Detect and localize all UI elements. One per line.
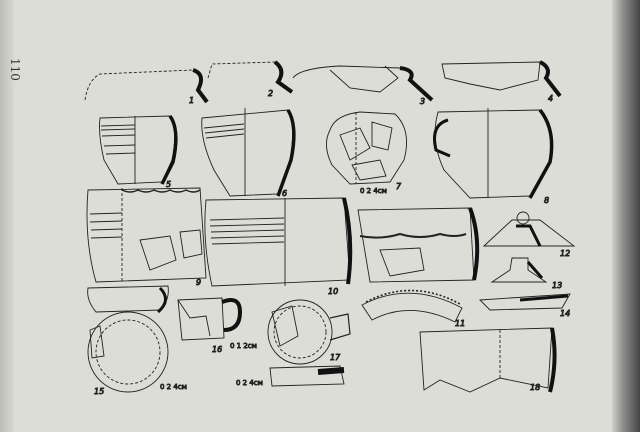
fig-label-6: 6 (282, 189, 287, 198)
fig-label-1: 1 (189, 96, 194, 105)
book-spine (0, 0, 14, 432)
fig-label-5: 5 (166, 180, 171, 189)
fig-9-jar-wavy-rim: 9 (86, 187, 207, 287)
scale-bar-15: 0 2 4см (160, 383, 187, 391)
fig-16-mug: 0 1 2см 16 (177, 297, 257, 354)
fig-label-17: 17 (330, 353, 341, 362)
scale-bar-17: 0 2 4см (236, 379, 263, 387)
fig-4-rim-profile: 4 (441, 60, 562, 103)
paper-sheet (0, 0, 612, 432)
fig-label-8: 8 (544, 196, 549, 205)
fig-8-jug: 8 (433, 108, 554, 205)
scale-bar-7: 0 2 4см (360, 187, 387, 195)
fig-17-handled-cup: 0 2 4см 17 (236, 299, 351, 387)
fig-label-4: 4 (548, 94, 553, 103)
fig-18-large-sherd: 18 (419, 327, 557, 393)
fig-label-16: 16 (212, 345, 222, 354)
fig-label-15: 15 (94, 387, 104, 396)
fig-label-3: 3 (420, 97, 425, 106)
fig-6-jar: 6 (201, 108, 296, 198)
fig-14-flat-lid: 14 (478, 293, 571, 318)
fig-7-jar-fragments: 0 2 4см 7 (326, 111, 407, 195)
fig-10-jar: 10 (204, 197, 353, 296)
pottery-plate-drawing: 1 2 3 4 5 (84, 60, 576, 396)
fig-label-10: 10 (328, 287, 338, 296)
fig-15-bowl: 0 2 4см 15 (87, 285, 187, 396)
fig-label-13: 13 (552, 281, 562, 290)
fig-label-9: 9 (196, 278, 201, 287)
fig-11-decorated-fragments: 11 (357, 207, 480, 328)
fig-3-rim-profile: 3 (292, 65, 434, 106)
fig-label-18: 18 (530, 383, 540, 392)
fig-label-7: 7 (396, 182, 402, 191)
fig-label-2: 2 (268, 89, 273, 98)
fig-label-14: 14 (560, 309, 570, 318)
page-edge-stack (612, 0, 640, 432)
fig-label-12: 12 (560, 249, 570, 258)
scale-bar-16: 0 1 2см (230, 342, 257, 350)
fig-5-jar: 5 (99, 114, 178, 189)
fig-13-lid-knob: 13 (490, 257, 563, 290)
fig-2-rim-profile: 2 (207, 60, 294, 98)
fig-12-lid: 12 (482, 211, 576, 258)
fig-1-rim-profile: 1 (84, 68, 209, 105)
fig-label-11: 11 (455, 319, 465, 328)
